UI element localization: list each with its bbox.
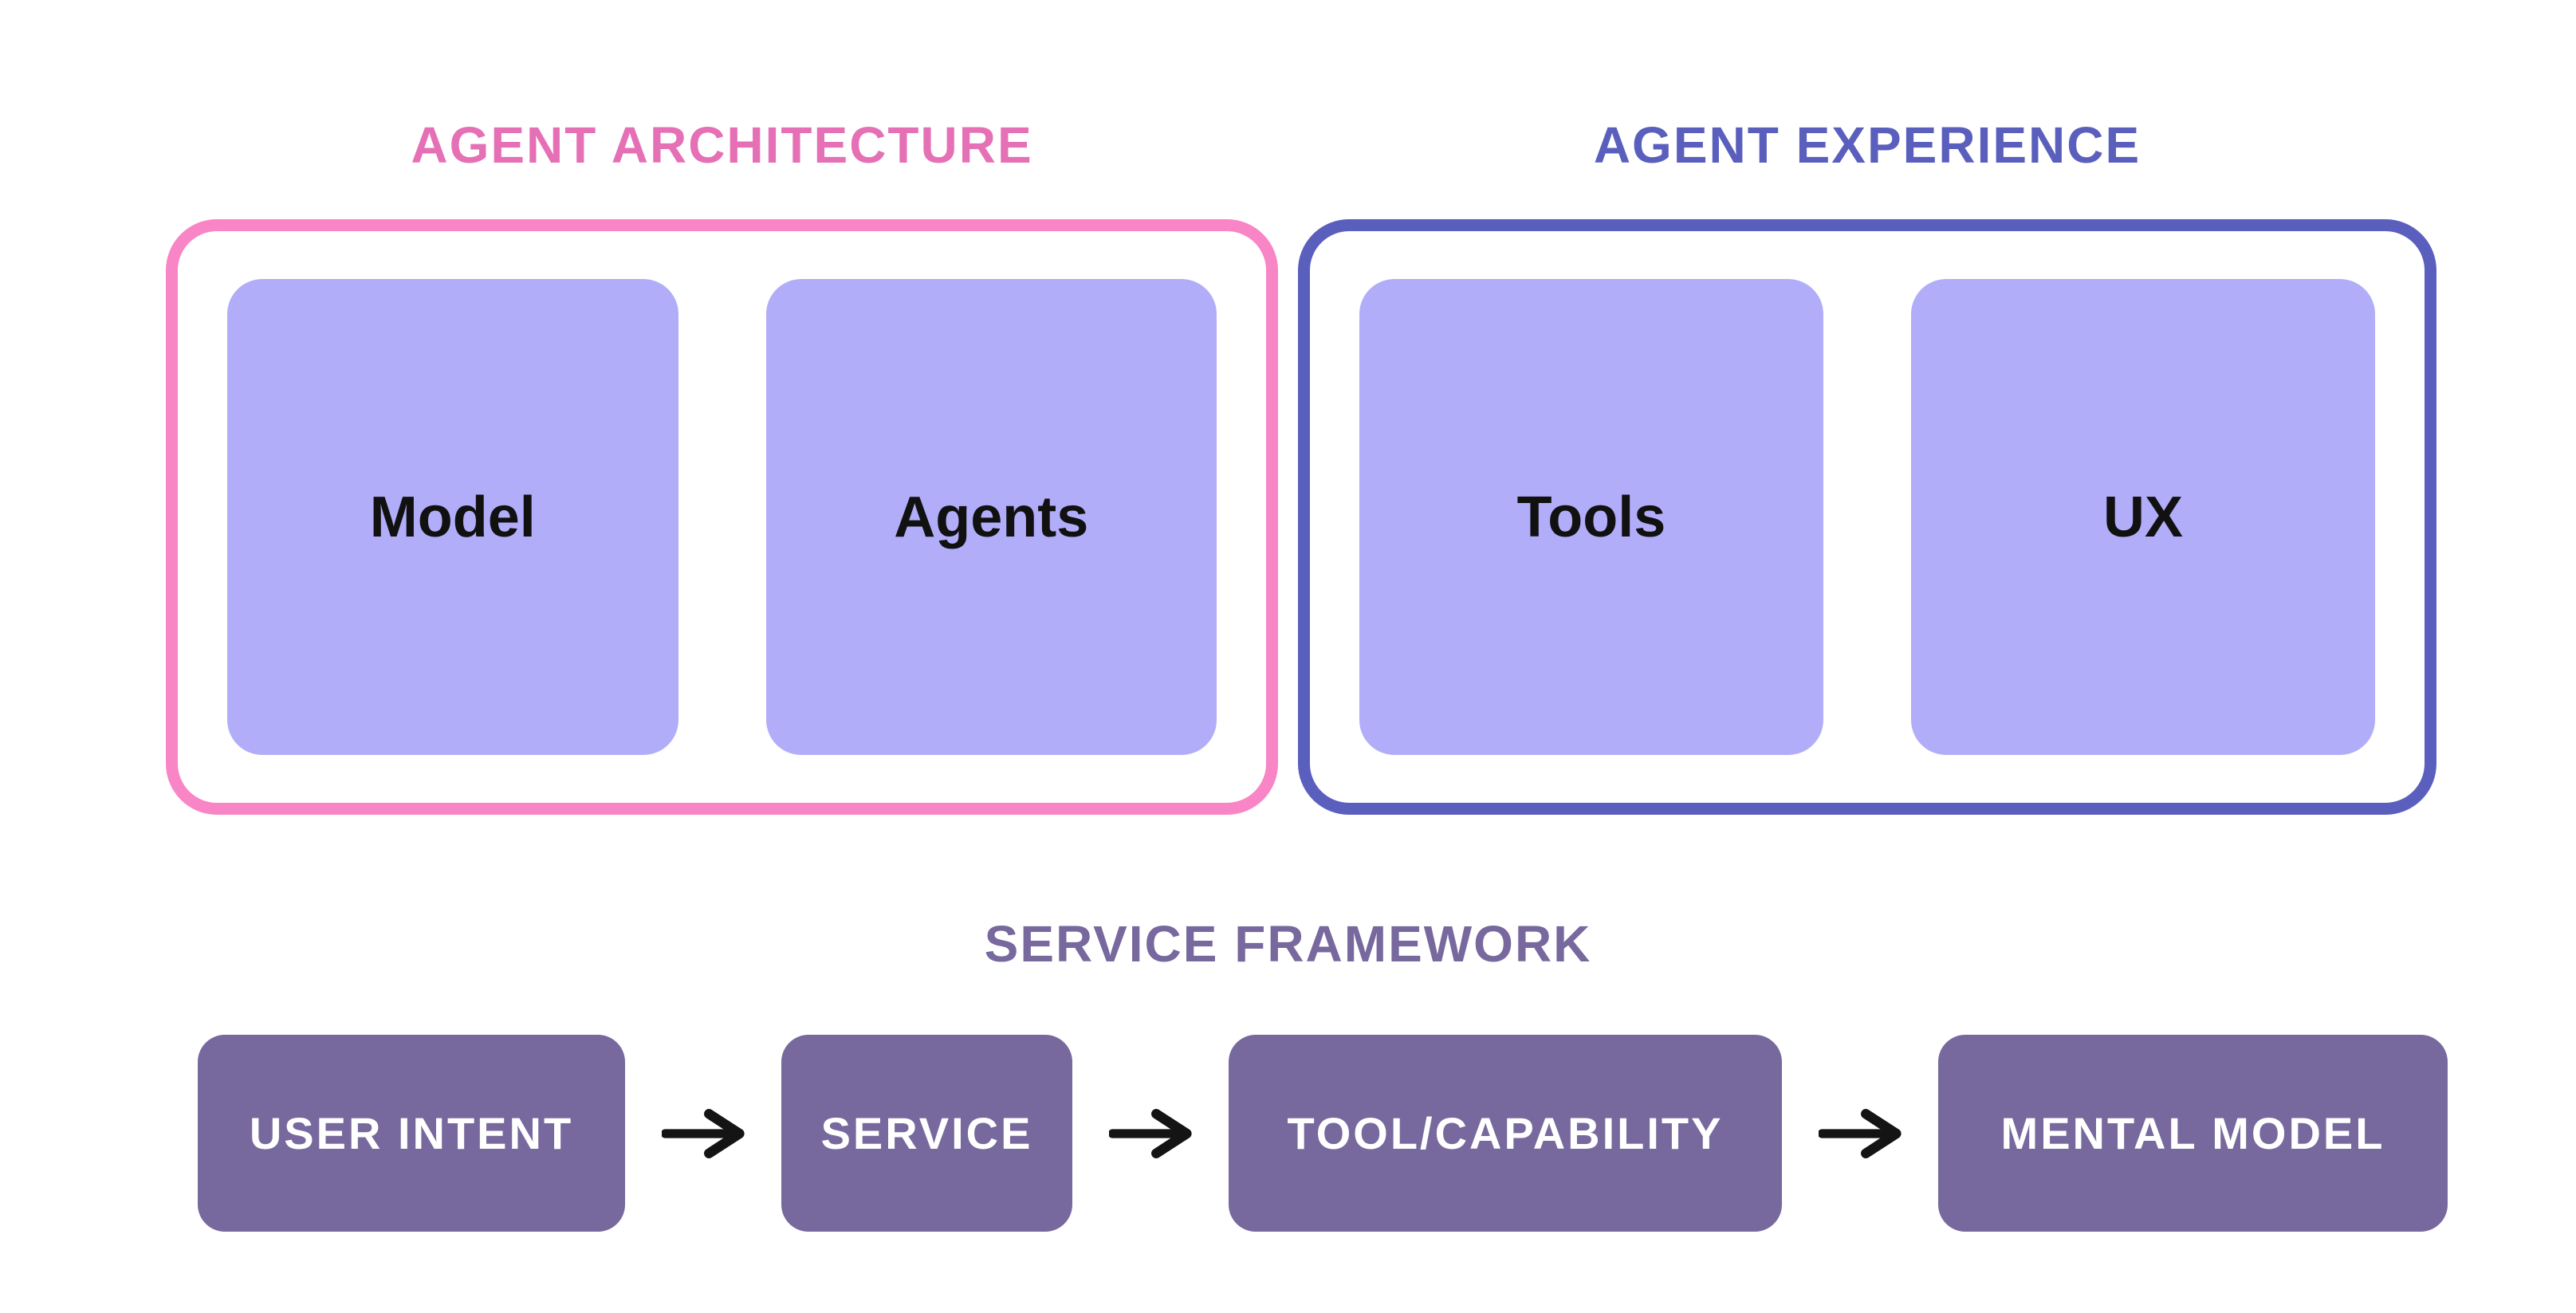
step-mental-model-label: MENTAL MODEL — [2000, 1108, 2385, 1158]
service-framework-flow: USER INTENT SERVICE TOOL/CAPABILITY — [198, 1035, 2448, 1232]
step-mental-model: MENTAL MODEL — [1938, 1035, 2448, 1232]
right-arrow-icon — [1819, 1108, 1902, 1158]
agent-architecture-group: Model Agents — [166, 219, 1278, 815]
step-tool-capability-label: TOOL/CAPABILITY — [1287, 1108, 1724, 1158]
card-tools: Tools — [1359, 279, 1823, 755]
card-ux: UX — [1911, 279, 2375, 755]
service-framework-title: SERVICE FRAMEWORK — [984, 915, 1592, 973]
card-model: Model — [227, 279, 678, 755]
agent-experience-title: AGENT EXPERIENCE — [1593, 116, 2141, 174]
arrow-cell-2 — [1072, 1035, 1229, 1232]
step-user-intent-label: USER INTENT — [249, 1108, 574, 1158]
step-tool-capability: TOOL/CAPABILITY — [1229, 1035, 1782, 1232]
card-ux-label: UX — [2102, 485, 2184, 549]
right-arrow-icon — [1109, 1108, 1192, 1158]
card-agents: Agents — [765, 279, 1217, 755]
step-service-label: SERVICE — [820, 1108, 1033, 1158]
step-user-intent: USER INTENT — [198, 1035, 625, 1232]
card-model-label: Model — [369, 485, 536, 549]
agent-architecture-title: AGENT ARCHITECTURE — [411, 116, 1033, 174]
card-agents-label: Agents — [894, 485, 1089, 549]
card-tools-label: Tools — [1516, 485, 1666, 549]
arrow-cell-1 — [625, 1035, 781, 1232]
step-service: SERVICE — [781, 1035, 1072, 1232]
agent-experience-group: Tools UX — [1298, 219, 2436, 815]
right-arrow-icon — [662, 1108, 745, 1158]
arrow-cell-3 — [1782, 1035, 1938, 1232]
